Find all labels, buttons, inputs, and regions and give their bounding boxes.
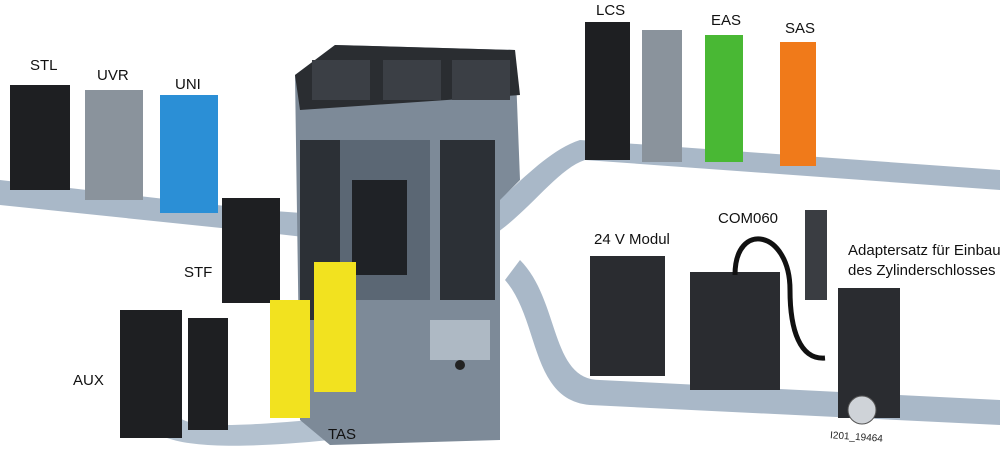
key-lock — [847, 395, 877, 425]
label-adapter-line1: Adaptersatz für Einbau — [848, 242, 1000, 259]
usb-dongle — [805, 210, 827, 300]
label-tas: TAS — [328, 426, 357, 443]
module-cylinder-lock-adapter — [838, 288, 900, 418]
com060-cable — [732, 236, 826, 361]
label-eas: EAS — [711, 12, 742, 29]
label-uni: UNI — [175, 76, 201, 93]
label-stl: STL — [30, 57, 58, 74]
module-aux-1 — [120, 310, 182, 438]
label-uvr: UVR — [97, 67, 129, 84]
label-24v-modul: 24 V Modul — [594, 231, 670, 248]
ribbon-right-top — [410, 140, 1000, 257]
module-stf — [222, 198, 280, 303]
module-tas-1 — [270, 300, 310, 418]
module-24v — [590, 256, 665, 376]
module-lcs-1 — [585, 22, 630, 160]
module-stl — [10, 85, 70, 190]
module-aux-2 — [188, 318, 228, 430]
label-lcs: LCS — [596, 2, 626, 19]
label-sas: SAS — [785, 20, 816, 37]
module-uni — [160, 95, 218, 213]
label-adapter-line2: des Zylinderschlosses — [848, 262, 996, 279]
module-sas — [780, 42, 816, 166]
module-com060 — [690, 272, 780, 390]
ribbon-right-bottom — [505, 260, 1000, 425]
label-aux: AUX — [73, 372, 104, 389]
label-com060: COM060 — [718, 210, 779, 227]
module-lcs-2 — [642, 30, 682, 162]
label-stf: STF — [184, 264, 213, 281]
module-tas-2 — [314, 262, 356, 392]
module-eas — [705, 35, 743, 162]
module-uvr — [85, 90, 143, 200]
